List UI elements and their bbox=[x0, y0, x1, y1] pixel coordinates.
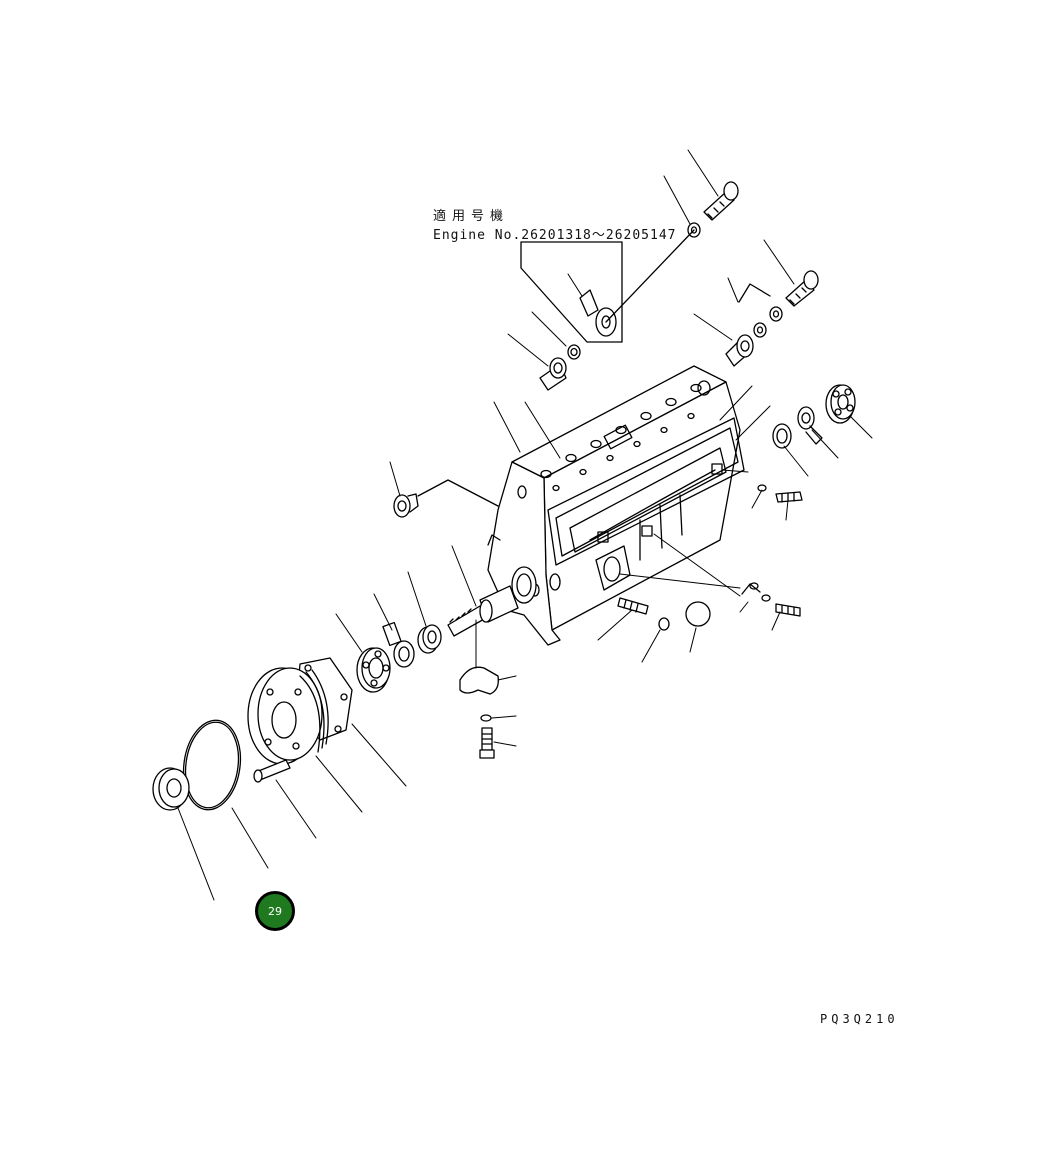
drawing-code-label: PQ3Q210 bbox=[820, 1012, 899, 1026]
lower-bracket bbox=[460, 667, 498, 758]
right-side-parts bbox=[618, 385, 855, 630]
serial-range-bracket bbox=[521, 242, 622, 342]
housing-top-holes bbox=[541, 385, 701, 491]
serial-note-range: Engine No.26201318～26205147 bbox=[433, 228, 677, 243]
part-callout-marker[interactable]: 29 bbox=[255, 891, 295, 931]
shaft-parts bbox=[357, 623, 441, 692]
camshaft bbox=[448, 567, 536, 636]
left-upper-fitting bbox=[540, 345, 580, 390]
leader-lines bbox=[178, 150, 872, 900]
eye-bolt-assembly bbox=[580, 182, 738, 336]
left-plug bbox=[394, 480, 498, 517]
right-upper-fittings bbox=[698, 271, 818, 395]
serial-note-title: 適用号機 bbox=[433, 209, 510, 224]
coupling-parts bbox=[153, 658, 352, 813]
callout-number: 29 bbox=[268, 904, 282, 918]
